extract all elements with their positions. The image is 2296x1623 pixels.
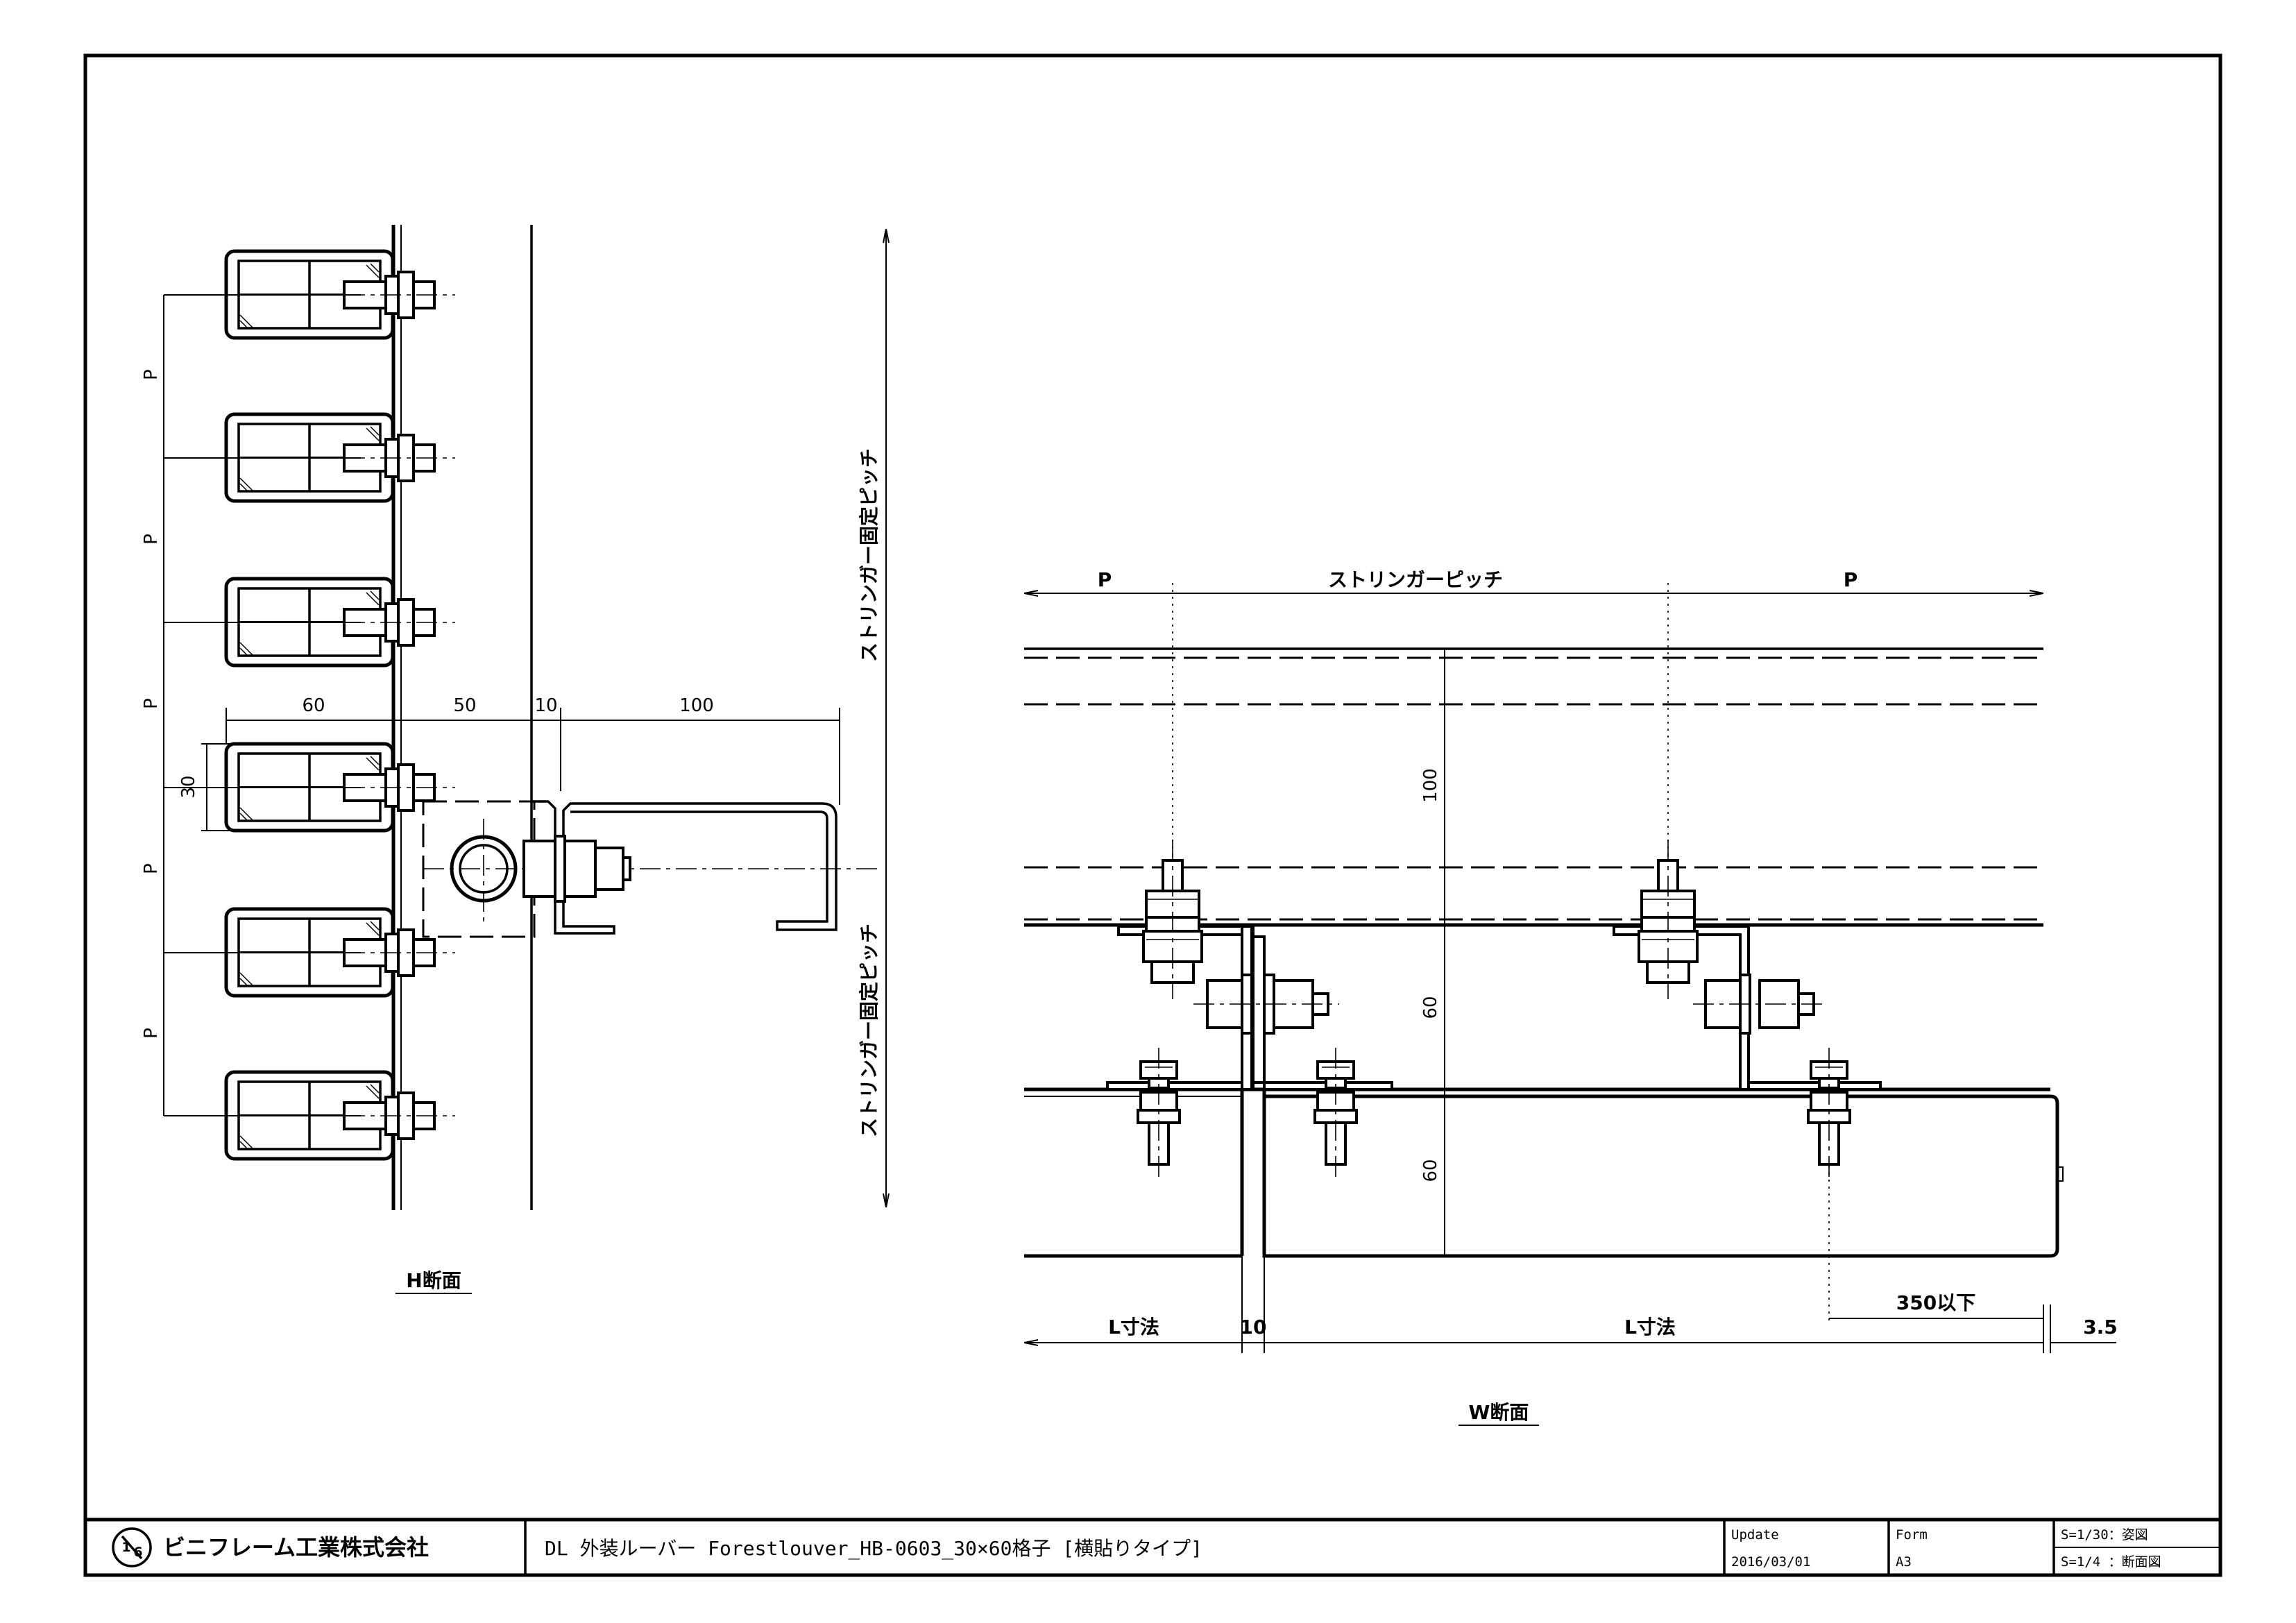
dimension-60: 60 xyxy=(1420,996,1441,1019)
horizontal-bolt xyxy=(1193,974,1339,1035)
small-bolt xyxy=(1137,1046,1181,1181)
dimension-60: 60 xyxy=(1420,1159,1441,1182)
form-value: A3 xyxy=(1896,1554,1912,1570)
pitch-label: P xyxy=(1844,568,1858,591)
hex-bolt xyxy=(1142,838,1203,1001)
pitch-label: P xyxy=(141,863,162,874)
hex-bolt xyxy=(1638,838,1699,1001)
stringer-pitch-label: ストリンガーピッチ xyxy=(1328,568,1503,591)
horizontal-bolt xyxy=(1693,974,1825,1035)
dimension-10: 10 xyxy=(534,695,557,716)
l-dimension: L寸法 xyxy=(1108,1316,1159,1339)
update-label: Update xyxy=(1731,1527,1779,1543)
h-section-caption: H断面 xyxy=(406,1269,461,1292)
dimension-50: 50 xyxy=(453,695,476,716)
gap-10-dimension: 10 xyxy=(1240,1316,1267,1339)
svg-text:1: 1 xyxy=(121,1540,130,1555)
w-section-caption: W断面 xyxy=(1469,1401,1529,1424)
pitch-label: P xyxy=(141,534,162,545)
dimension-60: 60 xyxy=(302,695,325,716)
scale-section: S=1/4 ：断面図 xyxy=(2061,1554,2161,1570)
h-section: P P P P P 30 60 50 10 100 xyxy=(141,225,886,1294)
pitch-label: P xyxy=(141,698,162,709)
sheet-border xyxy=(83,53,2222,1577)
stringer-pitch-label: ストリンガー固定ピッチ xyxy=(858,448,881,662)
max-350-dimension: 350以下 xyxy=(1896,1291,1975,1314)
small-bolt xyxy=(1807,1046,1851,1181)
stringer-pitch-label: ストリンガー固定ピッチ xyxy=(858,924,881,1137)
end-3-5-dimension: 3.5 xyxy=(2083,1316,2118,1339)
title-block: 1 6 ビニフレーム工業株式会社 DL 外装ルーバー Forestlouver_… xyxy=(85,1518,2220,1575)
pitch-label: P xyxy=(141,1028,162,1039)
update-date: 2016/03/01 xyxy=(1731,1554,1810,1570)
pitch-label: P xyxy=(1098,568,1112,591)
pitch-label: P xyxy=(141,369,162,380)
dimension-100: 100 xyxy=(1420,768,1441,803)
small-bolt xyxy=(1313,1046,1358,1181)
company-name: ビニフレーム工業株式会社 xyxy=(163,1534,429,1561)
company-logo-icon: 1 6 xyxy=(112,1527,152,1567)
w-section: P ストリンガーピッチ P 100 60 60 xyxy=(1024,568,2118,1426)
dimension-100: 100 xyxy=(679,695,714,716)
svg-text:6: 6 xyxy=(133,1545,142,1560)
scale-elevation: S=1/30：姿図 xyxy=(2061,1527,2148,1543)
l-dimension: L寸法 xyxy=(1624,1316,1676,1339)
dimension-30: 30 xyxy=(178,775,199,798)
drawing-title: DL 外装ルーバー Forestlouver_HB-0603_30×60格子 [… xyxy=(545,1537,1202,1561)
form-label: Form xyxy=(1896,1527,1928,1543)
